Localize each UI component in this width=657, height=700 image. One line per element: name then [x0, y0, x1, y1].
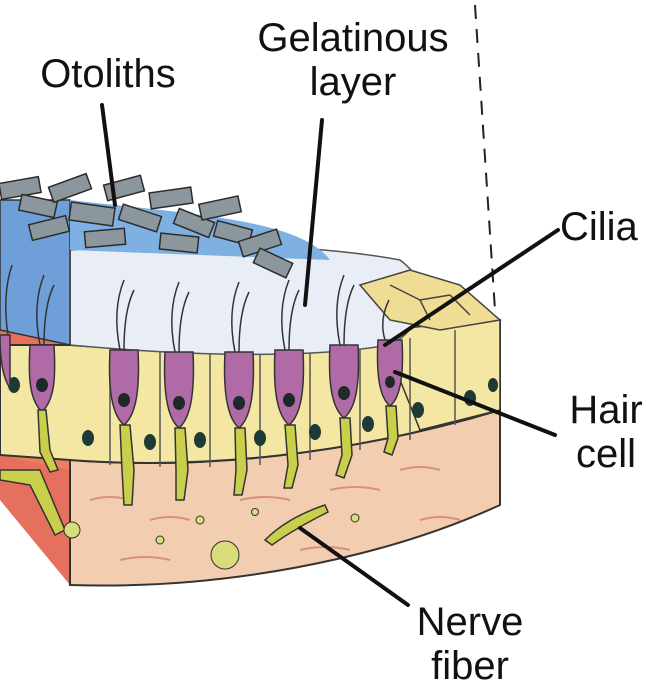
label-gelatinous-line1: Gelatinous	[238, 16, 468, 60]
label-nerve-line2: fiber	[405, 644, 535, 688]
label-nerve-line1: Nerve	[405, 600, 535, 644]
label-otoliths-text: Otoliths	[28, 52, 188, 96]
label-hair-line1: Hair	[560, 388, 652, 432]
label-cilia: Cilia	[560, 205, 652, 249]
label-gelatinous-layer: Gelatinous layer	[238, 16, 468, 104]
label-otoliths: Otoliths	[28, 52, 188, 96]
label-hair-line2: cell	[560, 432, 652, 476]
label-hair-cell: Hair cell	[560, 388, 652, 476]
section-dashed-line	[475, 5, 495, 310]
label-cilia-text: Cilia	[560, 205, 652, 249]
label-gelatinous-line2: layer	[238, 60, 468, 104]
label-nerve-fiber: Nerve fiber	[405, 600, 535, 688]
